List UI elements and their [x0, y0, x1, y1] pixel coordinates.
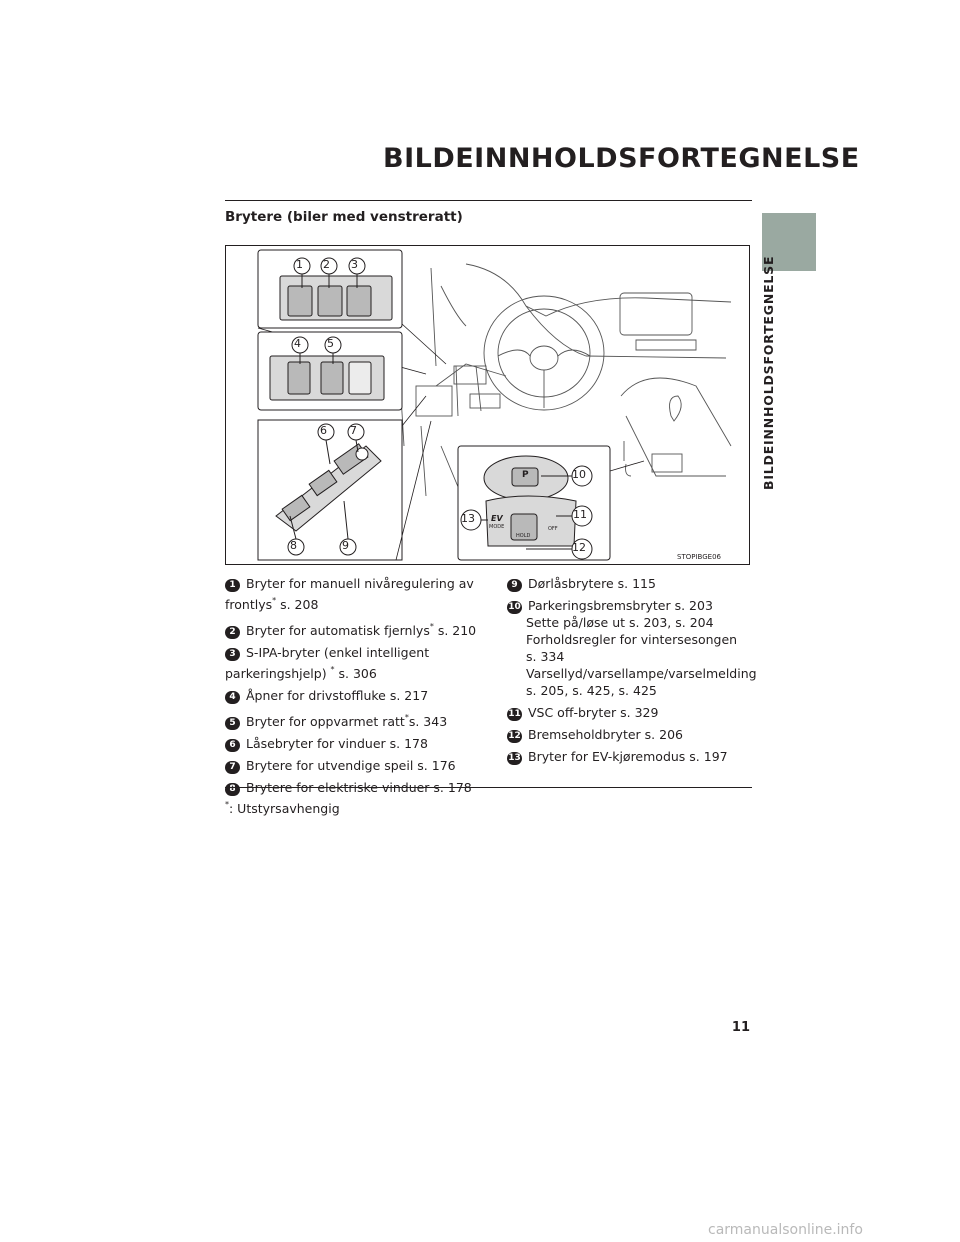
- page-header-title: BILDEINNHOLDSFORTEGNELSE: [383, 143, 860, 174]
- item-page: s. 210: [433, 623, 477, 638]
- legend-item-10: 10 Parkeringsbremsbryter s. 203 Sette på/…: [507, 597, 757, 699]
- item-text: Parkeringsbremsbryter s. 203: [528, 598, 713, 613]
- item-10-detail: s. 334: [526, 649, 565, 664]
- item-number: 9: [507, 579, 522, 592]
- item-number: 5: [225, 717, 240, 730]
- mode-label: MODE: [489, 524, 505, 530]
- legend-item-9: 9 Dørlåsbrytere s. 115: [507, 575, 757, 592]
- callout-5: 5: [327, 337, 334, 350]
- item-text: Bremseholdbryter s. 206: [528, 727, 683, 742]
- legend-item-6: 6 Låsebryter for vinduer s. 178: [225, 735, 490, 752]
- asterisk: *: [272, 596, 277, 605]
- callout-10: 10: [572, 468, 586, 481]
- figure-code: STOPIBGE06: [677, 553, 721, 561]
- p-button-label: P: [522, 470, 529, 480]
- legend-item-11: 11 VSC off-bryter s. 329: [507, 704, 757, 721]
- callout-12: 12: [572, 541, 586, 554]
- page-number: 11: [731, 1020, 750, 1035]
- off-label: OFF: [548, 526, 558, 532]
- item-10-detail: Sette på/løse ut s. 203, s. 204: [526, 615, 714, 630]
- callout-13: 13: [461, 512, 475, 525]
- item-number: 6: [225, 739, 240, 752]
- item-number: 2: [225, 626, 240, 639]
- item-text: Bryter for automatisk fjernlys: [246, 623, 430, 638]
- watermark-text: carmanualsonline.info: [708, 1222, 863, 1238]
- header-rule: [225, 200, 752, 201]
- item-number: 11: [507, 708, 522, 721]
- inset-door-switches: [257, 395, 432, 561]
- item-10-detail: Forholdsregler for vintersesongen: [526, 632, 738, 647]
- callout-7: 7: [350, 424, 357, 437]
- asterisk: *: [404, 713, 409, 722]
- chapter-side-label: BILDEINNHOLDSFORTEGNELSE: [761, 255, 776, 490]
- legend-item-12: 12 Bremseholdbryter s. 206: [507, 726, 757, 743]
- item-text: S-IPA-bryter (enkel intelligent parkerin…: [225, 645, 430, 681]
- hold-label: HOLD: [516, 533, 531, 539]
- inset-buttons-4-5: [257, 331, 403, 411]
- callout-1: 1: [296, 258, 303, 271]
- item-text: Brytere for utvendige speil s. 176: [246, 758, 456, 773]
- legend-item-4: 4 Åpner for drivstoffluke s. 217: [225, 687, 490, 704]
- callout-2: 2: [323, 258, 330, 271]
- asterisk: *: [429, 622, 434, 631]
- item-text: Bryter for oppvarmet ratt: [246, 714, 405, 729]
- item-text: Bryter for EV-kjøremodus s. 197: [528, 749, 728, 764]
- callout-4: 4: [294, 337, 301, 350]
- legend-item-5: 5 Bryter for oppvarmet ratt*s. 343: [225, 709, 490, 730]
- item-text: VSC off-bryter s. 329: [528, 705, 659, 720]
- ev-label: EV: [491, 514, 503, 523]
- item-10-detail: Varsellyd/varsellampe/varselmelding: [526, 666, 757, 681]
- switch-illustration: 1 2 3 4 5 6 7 8 9 10 11 12 13 P EV MODE …: [225, 245, 750, 565]
- legend-item-13: 13 Bryter for EV-kjøremodus s. 197: [507, 748, 757, 765]
- item-number: 7: [225, 761, 240, 774]
- item-number: 3: [225, 648, 240, 661]
- item-number: 12: [507, 730, 522, 743]
- item-text: Låsebryter for vinduer s. 178: [246, 736, 428, 751]
- item-number: 8: [225, 783, 240, 796]
- footnote-asterisk: *: [225, 800, 229, 809]
- callout-9: 9: [342, 539, 349, 552]
- asterisk: *: [330, 665, 335, 674]
- legend-item-2: 2 Bryter for automatisk fjernlys* s. 210: [225, 618, 490, 639]
- item-page: s. 208: [276, 597, 319, 612]
- item-number: 10: [507, 601, 522, 614]
- item-text: Åpner for drivstoffluke s. 217: [246, 688, 429, 703]
- footnote: *: Utstyrsavhengig: [225, 800, 340, 816]
- chapter-tab: [762, 213, 816, 271]
- item-text: Bryter for manuell nivåregulering av fro…: [225, 576, 474, 612]
- callout-3: 3: [351, 258, 358, 271]
- callout-11: 11: [573, 508, 587, 521]
- dashboard-drawing: [355, 263, 732, 507]
- item-10-detail: s. 205, s. 425, s. 425: [526, 683, 657, 698]
- callout-6: 6: [320, 424, 327, 437]
- item-number: 4: [225, 691, 240, 704]
- callout-8: 8: [290, 539, 297, 552]
- footnote-text: : Utstyrsavhengig: [229, 801, 340, 816]
- illustration-svg: [257, 249, 732, 561]
- inset-console-switches: [457, 445, 645, 561]
- item-number: 13: [507, 752, 522, 765]
- item-number: 1: [225, 579, 240, 592]
- legend-right-column: 9 Dørlåsbrytere s. 115 10 Parkeringsbremsb…: [507, 575, 757, 770]
- item-page: s. 343: [408, 714, 448, 729]
- item-text: Dørlåsbrytere s. 115: [528, 576, 656, 591]
- inset-buttons-1-3: [257, 249, 447, 375]
- chapter-side-label-wrap: BILDEINNHOLDSFORTEGNELSE: [761, 255, 781, 490]
- section-title: Brytere (biler med venstreratt): [225, 209, 463, 225]
- bottom-rule: [225, 787, 752, 788]
- legend-item-7: 7 Brytere for utvendige speil s. 176: [225, 757, 490, 774]
- item-page: s. 306: [334, 666, 377, 681]
